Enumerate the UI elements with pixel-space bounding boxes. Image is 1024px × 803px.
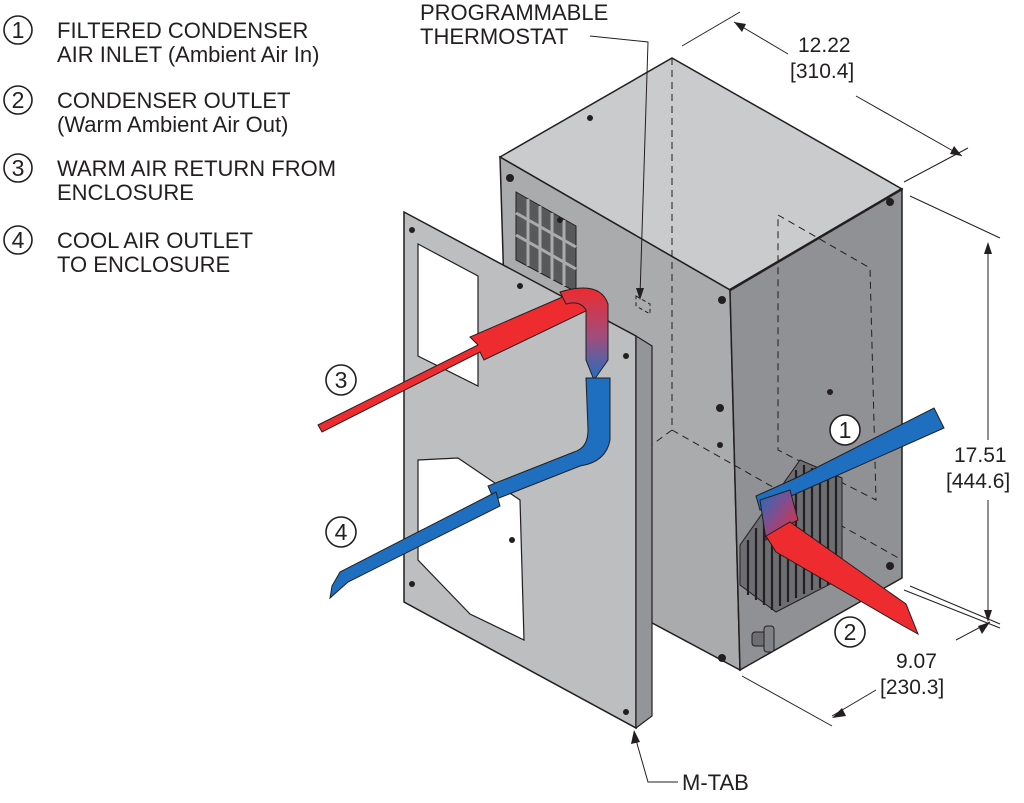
legend-3-line1: WARM AIR RETURN FROM	[57, 156, 336, 181]
flow-markers: 3 4 1 2	[325, 364, 866, 648]
front-louver-grille	[515, 191, 577, 293]
legend-item-1: 1 FILTERED CONDENSER AIR INLET (Ambient …	[3, 15, 319, 67]
drain-fitting-icon	[751, 625, 775, 653]
plate-holes	[409, 227, 629, 715]
dimension-height	[909, 195, 1001, 625]
thermostat-leader-line	[589, 35, 649, 297]
thermostat-slot	[635, 295, 651, 315]
thermostat-label-line1: PROGRAMMABLE	[420, 0, 608, 25]
marker-cool: 4	[335, 519, 348, 545]
mtab-label: M-TAB	[682, 770, 749, 795]
dimension-width	[741, 589, 1001, 727]
depth-dim-metric: [310.4]	[790, 60, 854, 83]
legend: 1 FILTERED CONDENSER AIR INLET (Ambient …	[3, 15, 336, 277]
plate-return-cutout	[417, 243, 479, 387]
legend-2-line2: (Warm Ambient Air Out)	[57, 112, 288, 137]
legend-4-circle	[3, 225, 33, 255]
depth-arrow-end	[950, 146, 962, 156]
unit-top-rim	[729, 187, 903, 292]
marker-return: 3	[335, 367, 348, 393]
legend-1-number: 1	[12, 17, 25, 43]
arrow-warm-outlet	[765, 521, 919, 636]
arrow-warm-bend	[559, 287, 609, 382]
cooler-unit	[498, 57, 904, 672]
depth-dim-value: 12.22	[798, 34, 851, 57]
thermostat-label-line2: THERMOSTAT	[420, 24, 568, 49]
width-dim-metric: [230.3]	[880, 676, 944, 699]
depth-arrow-start	[734, 22, 746, 32]
legend-4-line1: COOL AIR OUTLET	[57, 228, 253, 253]
height-arrow-top	[984, 242, 992, 254]
legend-1-circle	[3, 15, 33, 45]
arrow-ambient-inlet	[755, 407, 945, 511]
width-dim-value: 9.07	[896, 650, 937, 673]
marker-outlet: 2	[844, 619, 857, 645]
airflow-arrows	[317, 287, 945, 636]
m-tab-flange	[635, 334, 653, 730]
legend-4-number: 4	[12, 227, 25, 253]
mtab-leader-line	[635, 739, 678, 783]
legend-1-line2: AIR INLET (Ambient Air In)	[57, 42, 319, 67]
unit-screws	[506, 115, 894, 662]
height-arrow-bottom	[984, 610, 992, 622]
legend-2-number: 2	[12, 87, 25, 113]
legend-3-number: 3	[12, 155, 25, 181]
arrow-cool-outlet	[329, 491, 501, 600]
height-dim-value: 17.51	[954, 444, 1007, 467]
mtab-callout: M-TAB	[631, 730, 749, 795]
legend-2-line1: CONDENSER OUTLET	[57, 88, 290, 113]
marker-inlet: 1	[839, 417, 852, 443]
legend-2-circle	[3, 85, 33, 115]
width-arrow-end	[978, 622, 990, 634]
legend-3-circle	[3, 153, 33, 183]
thermostat-callout: PROGRAMMABLE THERMOSTAT	[420, 0, 649, 300]
legend-3-line2: ENCLOSURE	[57, 180, 194, 205]
legend-1-line1: FILTERED CONDENSER	[57, 18, 308, 43]
thermostat-leader-arrowhead	[636, 288, 644, 300]
legend-item-3: 3 WARM AIR RETURN FROM ENCLOSURE	[3, 153, 336, 205]
legend-item-4: 4 COOL AIR OUTLET TO ENCLOSURE	[3, 225, 253, 277]
height-dim-metric: [444.6]	[946, 470, 1010, 493]
legend-4-line2: TO ENCLOSURE	[57, 252, 230, 277]
legend-item-2: 2 CONDENSER OUTLET (Warm Ambient Air Out…	[3, 85, 290, 137]
mtab-leader-arrowhead	[631, 730, 640, 744]
width-arrow-start	[832, 708, 846, 718]
